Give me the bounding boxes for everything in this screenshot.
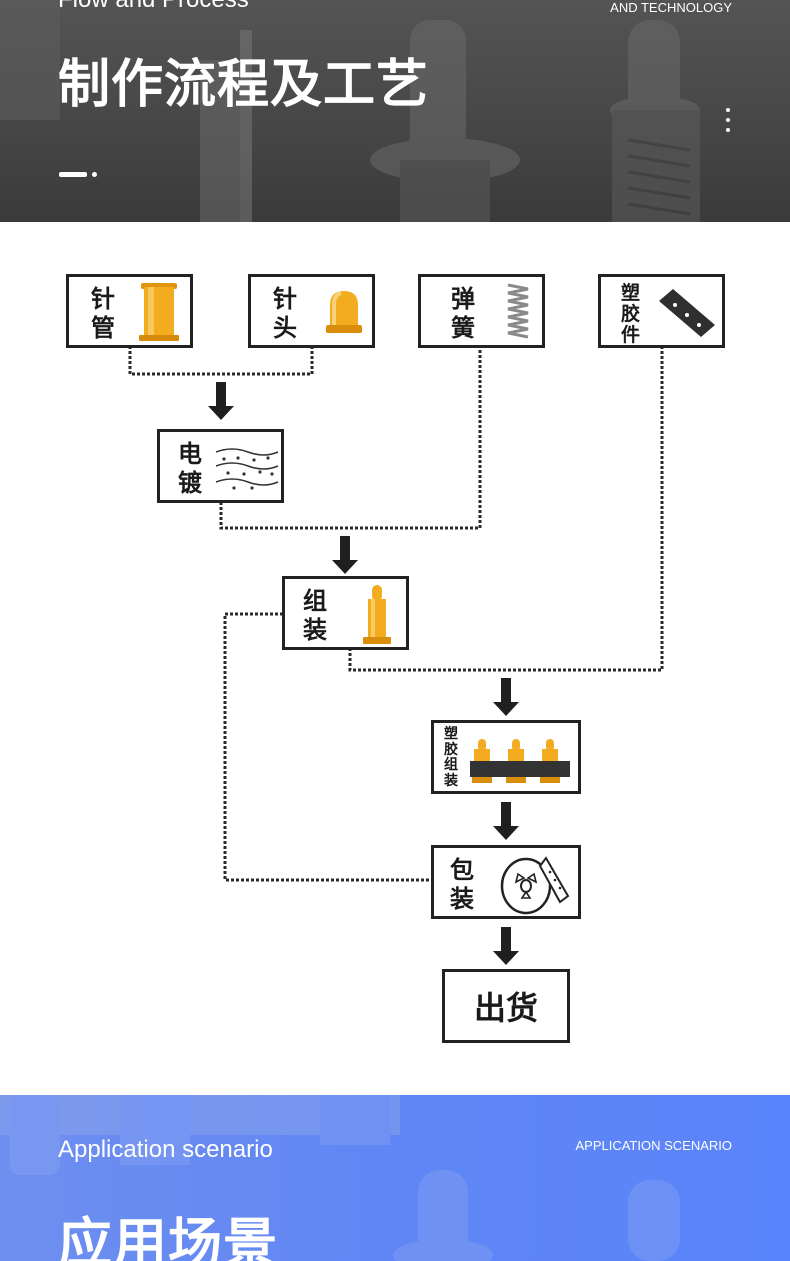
- flow-connectors: [128, 346, 664, 965]
- plating-waves-icon: [215, 448, 279, 490]
- more-vertical-icon[interactable]: [724, 108, 732, 136]
- step-packaging: 包 装: [431, 845, 581, 919]
- step-label: 组 装: [303, 587, 327, 644]
- section-right-label: APPLICATION SCENARIO: [575, 1138, 732, 1153]
- step-assembly: 组 装: [282, 576, 409, 650]
- step-label: 针 头: [273, 285, 297, 342]
- arrow-down-icon: [208, 382, 234, 420]
- flow-process-banner: Flow and Process AND TECHNOLOGY 制作流程及工艺: [0, 0, 790, 222]
- step-label: 包 装: [450, 856, 474, 913]
- header-subtitle-en: Flow and Process: [58, 0, 249, 14]
- flow-arrows: [208, 382, 519, 965]
- arrow-down-icon: [493, 678, 519, 716]
- pogo-pin-icon: [363, 585, 391, 644]
- title-underline-dot: [92, 172, 97, 177]
- step-label: 电 镀: [178, 440, 202, 497]
- needle-head-icon: [326, 291, 362, 333]
- tape-reel-icon: [500, 856, 570, 915]
- background-pin-image: [0, 0, 700, 222]
- arrow-down-icon: [493, 927, 519, 965]
- step-label: 弹 簧: [451, 285, 475, 342]
- step-shipment: 出货: [442, 969, 570, 1043]
- application-scenario-banner: Application scenario APPLICATION SCENARI…: [0, 1095, 790, 1261]
- background-pin-image: [0, 1095, 680, 1261]
- spring-icon: [507, 283, 529, 339]
- title-underline-dash: [59, 172, 87, 177]
- section-title: 应用场景: [58, 1212, 278, 1261]
- header-right-label: AND TECHNOLOGY: [610, 0, 732, 15]
- step-label: 塑 胶 件: [621, 282, 641, 346]
- plastic-part-icon: [659, 289, 715, 337]
- step-needle-tube: 针 管: [66, 274, 193, 348]
- arrow-down-icon: [493, 802, 519, 840]
- step-label: 针 管: [91, 285, 115, 342]
- step-needle-head: 针 头: [248, 274, 375, 348]
- page-title: 制作流程及工艺: [58, 55, 430, 115]
- pins-in-plastic-icon: [470, 739, 570, 783]
- arrow-down-icon: [332, 536, 358, 574]
- step-plastic-part: 塑 胶 件: [598, 274, 725, 348]
- step-label: 塑 胶 组 装: [444, 726, 458, 789]
- needle-tube-icon: [139, 283, 179, 341]
- step-label: 出货: [473, 989, 538, 1027]
- section-subtitle-en: Application scenario: [58, 1136, 273, 1163]
- process-flowchart: 针 管 针 头 弹 簧 塑 胶 件: [0, 222, 790, 1095]
- step-spring: 弹 簧: [418, 274, 545, 348]
- step-plastic-assembly: 塑 胶 组 装: [431, 720, 581, 794]
- step-plating: 电 镀: [157, 429, 284, 503]
